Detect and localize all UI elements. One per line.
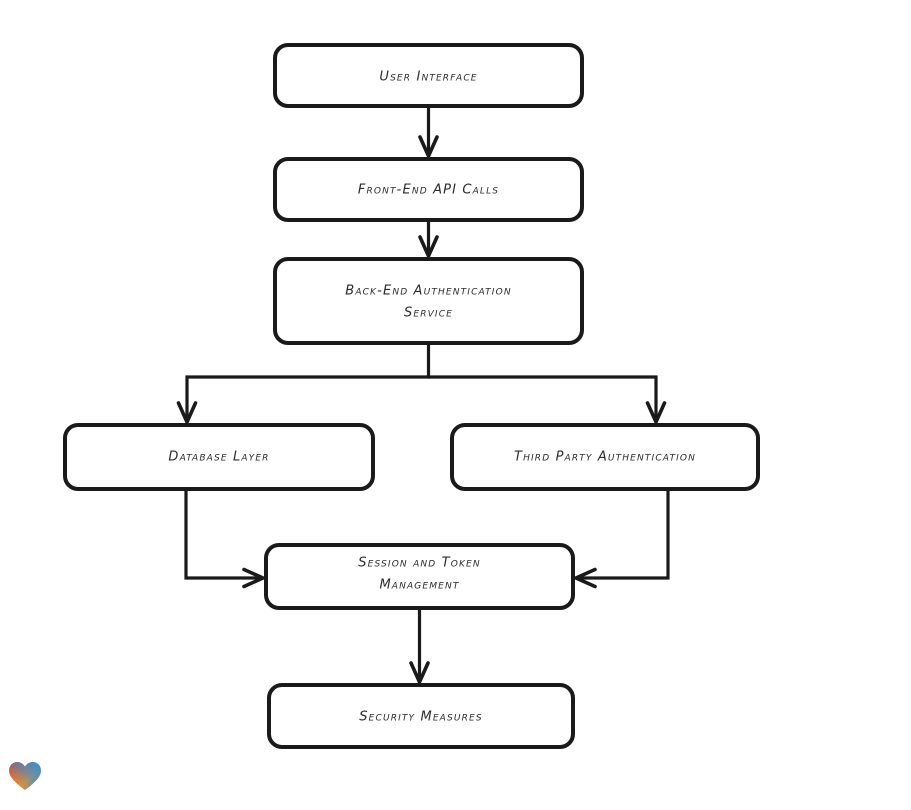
- node-front-end-api-calls-shape: [273, 157, 584, 222]
- node-back-end-authentication-service-shape: [273, 257, 584, 345]
- node-user-interface-label: User Interface: [379, 70, 477, 85]
- node-security-measures-label: Security Measures: [359, 710, 482, 725]
- node-third-party-authentication[interactable]: Third Party Authentication: [450, 423, 760, 491]
- node-session-and-token-management[interactable]: Session and Token Management: [264, 543, 575, 610]
- heart-icon: [9, 762, 41, 790]
- edge-database-to-session: [184, 489, 265, 589]
- node-back-end-authentication-service[interactable]: Back-End Authentication Service: [273, 257, 584, 345]
- node-database-layer[interactable]: Database Layer: [63, 423, 375, 491]
- node-front-end-api-calls[interactable]: Front-End API Calls: [273, 157, 584, 222]
- edge-session-to-security: [409, 608, 430, 684]
- node-security-measures-shape: [267, 683, 575, 749]
- node-front-end-api-calls-label: Front-End API Calls: [358, 183, 499, 198]
- edge-backend-to-database: [176, 343, 431, 424]
- node-session-and-token-management-label-line1: Session and Token: [358, 556, 481, 571]
- node-security-measures[interactable]: Security Measures: [267, 683, 575, 749]
- node-database-layer-label: Database Layer: [168, 450, 269, 465]
- node-database-layer-shape: [63, 423, 375, 491]
- node-third-party-authentication-shape: [450, 423, 760, 491]
- node-session-and-token-management-label-line2: Management: [379, 578, 459, 593]
- edge-thirdparty-to-session: [574, 489, 670, 589]
- edge-api-to-backend: [418, 220, 439, 258]
- node-session-and-token-management-shape: [264, 543, 575, 610]
- node-third-party-authentication-label: Third Party Authentication: [514, 450, 696, 465]
- edge-ui-to-api: [418, 106, 439, 158]
- node-user-interface[interactable]: User Interface: [273, 43, 584, 108]
- edge-backend-to-thirdparty: [428, 375, 667, 424]
- node-back-end-authentication-service-label-line2: Service: [404, 306, 453, 321]
- node-user-interface-shape: [273, 43, 584, 108]
- node-back-end-authentication-service-label-line1: Back-End Authentication: [345, 284, 511, 299]
